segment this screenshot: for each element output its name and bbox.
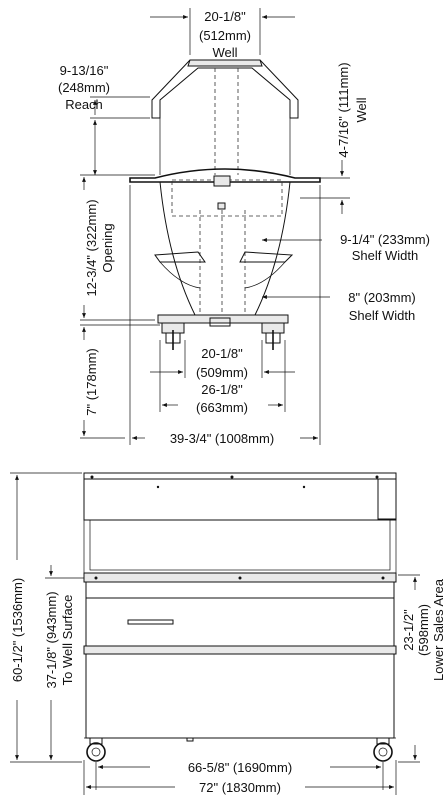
base-outer-imperial: 26-1/8" [201,382,243,397]
caster-right [261,322,285,350]
front-caster-right [373,737,393,762]
reach-imperial: 9-13/16" [60,63,109,78]
overall-depth-imperial: 39-3/4" (1008mm) [170,431,274,446]
caster-left [161,322,185,350]
well-depth-imperial: 4-7/16" (111mm) [336,62,351,157]
base-outer-metric: (663mm) [196,400,248,415]
front-caster-left [86,737,106,762]
reach-metric: (248mm) [58,80,110,95]
opening-name: Opening [100,223,115,272]
lower-shelf-name: Shelf Width [349,308,415,323]
base-inner-metric: (509mm) [196,365,248,380]
overall-height-imperial: 60-1/2" (1536mm) [10,578,25,682]
front-view: 60-1/2" (1536mm) 37-1/8" (943mm) To Well… [10,472,444,795]
reach-name: Reach [65,97,103,112]
leg-height-imperial: 7" (178mm) [84,348,99,415]
base-inner-imperial: 20-1/8" [201,346,243,361]
upper-shelf-name: Shelf Width [352,248,418,263]
inner-width-imperial: 66-5/8" (1690mm) [188,760,292,775]
overall-width-imperial: 72" (1830mm) [199,780,281,795]
well-width-metric: (512mm) [199,28,251,43]
lower-sales-metric: (598mm) [416,604,431,656]
opening-imperial: 12-3/4" (322mm) [84,199,99,296]
lower-sales-imperial: 23-1/2" [401,609,416,651]
upper-shelf-imperial: 9-1/4" (233mm) [340,232,430,247]
lower-shelf-imperial: 8" (203mm) [348,290,415,305]
lower-sales-name: Lower Sales Area [431,578,444,681]
well-depth-name: Well [354,97,369,122]
side-view: 20-1/8" (512mm) Well 9-13/16" (248mm) Re… [58,8,430,446]
well-width-imperial: 20-1/8" [204,9,246,24]
well-width-name: Well [212,45,237,60]
well-surface-name: To Well Surface [60,595,75,686]
well-surface-imperial: 37-1/8" (943mm) [44,591,59,688]
